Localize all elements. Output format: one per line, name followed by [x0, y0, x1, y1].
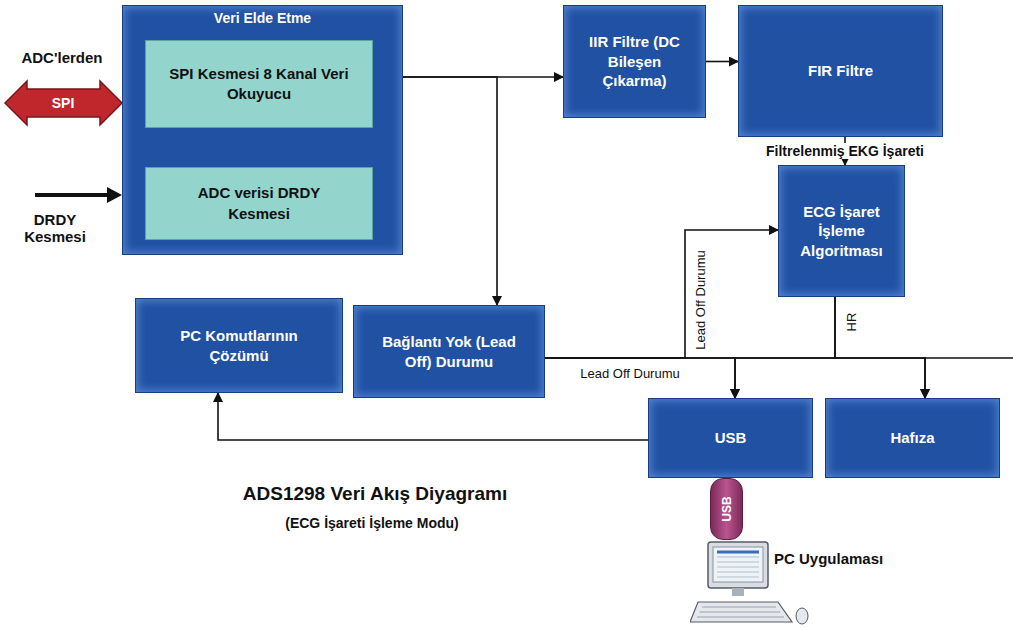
monitor: [708, 542, 768, 588]
signal-name: SPI: [52, 95, 75, 111]
node-label: USB: [720, 496, 734, 521]
process-box: ECG İşaret İşleme Algoritması: [778, 165, 905, 297]
key-row: [700, 612, 781, 613]
screen-line: [717, 572, 759, 573]
drdy-arrow-shaft: [35, 193, 110, 197]
signal-name: DRDY Kesmesi: [8, 211, 103, 245]
connector: [545, 358, 735, 398]
diagram-title: ADS1298 Veri Akış Diyagramı: [243, 483, 507, 505]
process-box: Bağlantı Yok (Lead Off) Durumu: [353, 305, 545, 398]
connector: [218, 393, 648, 440]
edge-label: HR: [844, 310, 859, 335]
connector: [706, 61, 738, 63]
process-box: SPI Kesmesi 8 Kanal Veri Okuyucu: [145, 40, 373, 128]
process-box: PC Komutlarının Çözümü: [135, 298, 343, 393]
edge-label: Filtrelenmiş EKG İşareti: [763, 143, 927, 159]
edge-label: Lead Off Durumu: [693, 247, 708, 352]
node-label: FIR Filtre: [808, 61, 873, 81]
screen-line: [717, 567, 759, 568]
process-box: FIR Filtre: [738, 5, 943, 137]
mouse: [796, 608, 808, 624]
edge-label: Lead Off Durumu: [577, 366, 682, 381]
connector: [545, 230, 778, 358]
screen-line: [717, 577, 759, 578]
key-row: [702, 607, 776, 608]
computer-icon: PC Uygulaması: [690, 540, 910, 626]
group-title: Veri Elde Etme: [123, 10, 402, 26]
source-label: ADC'lerden: [21, 49, 102, 66]
usb-plug: USB: [710, 478, 743, 540]
diagram-caption: (ECG İşareti İşleme Modu): [285, 515, 458, 531]
monitor-stand: [732, 588, 744, 596]
screen-line: [717, 551, 759, 554]
screen-line: [717, 557, 759, 558]
node-label: ECG İşaret İşleme Algoritması: [786, 202, 898, 261]
node-label: PC Komutlarının Çözümü: [164, 326, 314, 365]
keyboard: [690, 602, 792, 622]
group-box: Veri Elde EtmeSPI Kesmesi 8 Kanal Veri O…: [122, 5, 403, 255]
node-label: IIR Filtre (DC Bileşen Çıkarma): [587, 32, 683, 91]
bus-line: [925, 357, 1013, 359]
connector: [835, 297, 925, 398]
node-label: Bağlantı Yok (Lead Off) Durumu: [379, 332, 519, 371]
node-label: USB: [715, 428, 747, 448]
process-box: IIR Filtre (DC Bileşen Çıkarma): [563, 5, 706, 118]
connector: [403, 77, 497, 305]
screen-line: [717, 562, 759, 563]
screen: [713, 547, 763, 582]
process-box: ADC verisi DRDY Kesmesi: [145, 167, 373, 240]
node-label: SPI Kesmesi 8 Kanal Veri Okuyucu: [164, 64, 354, 105]
key-row: [697, 617, 784, 618]
node-label: Hafıza: [890, 428, 934, 448]
process-box: USB: [648, 398, 813, 478]
node-label: PC Uygulaması: [774, 550, 883, 567]
node-label: ADC verisi DRDY Kesmesi: [184, 183, 334, 224]
connector: [735, 297, 835, 398]
spi-double-arrow: [5, 81, 122, 125]
process-box: Hafıza: [825, 398, 1000, 478]
drdy-arrow-head: [107, 187, 122, 203]
